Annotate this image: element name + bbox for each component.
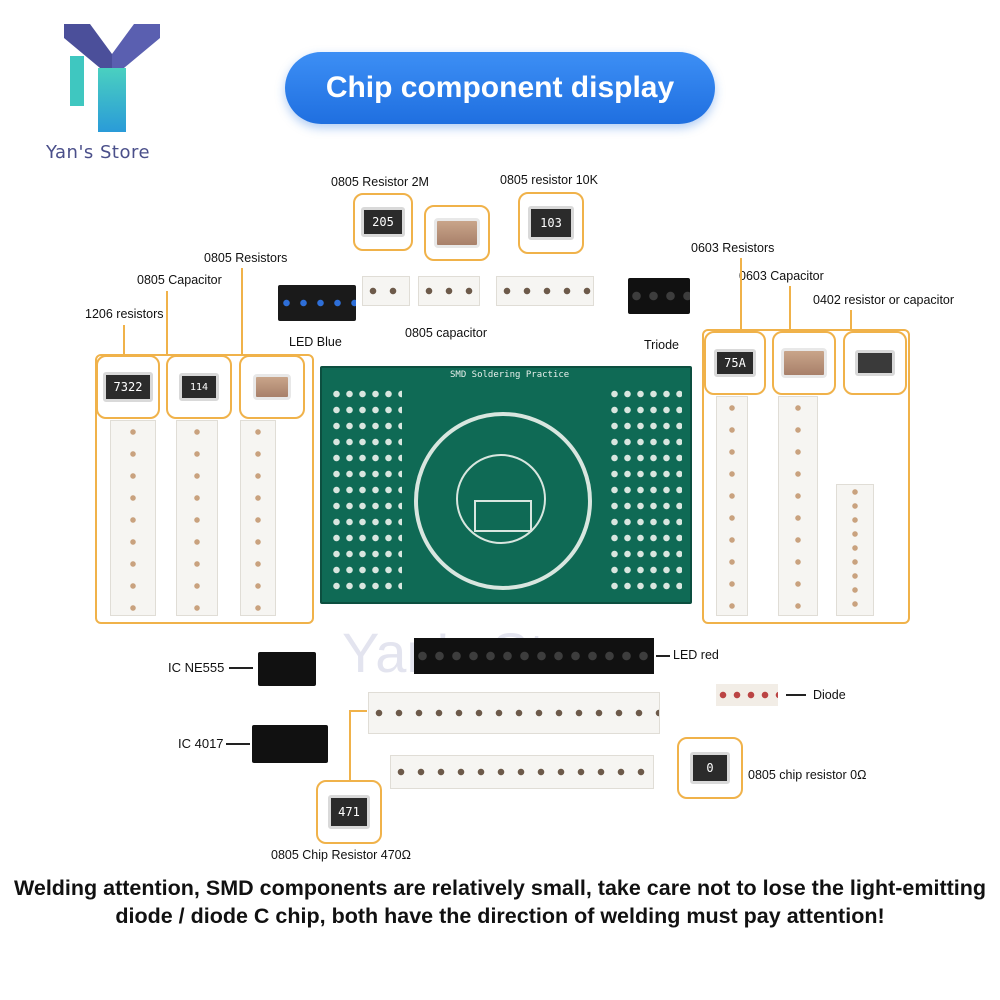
chip-capacitor xyxy=(781,348,827,378)
chip-code: 7322 xyxy=(113,380,143,394)
chip-code: 205 xyxy=(372,215,394,229)
leader-line-470 xyxy=(349,710,367,712)
chip-resistor-0402 xyxy=(855,350,895,376)
triode-strip xyxy=(628,278,690,314)
chip-frame-0402 xyxy=(843,331,907,395)
label-resistor-10k: 0805 resistor 10K xyxy=(500,173,598,187)
ic-4017 xyxy=(252,725,328,763)
label-ic-4017: IC 4017 xyxy=(178,736,224,751)
tape-vertical-0603-res xyxy=(716,396,748,616)
label-resistor-0-ohm: 0805 chip resistor 0Ω xyxy=(748,768,867,782)
label-resistors-0603: 0603 Resistors xyxy=(691,241,775,255)
chip-resistor-471: 471 xyxy=(328,795,370,829)
leader-line-diode xyxy=(786,694,806,696)
leader-line xyxy=(241,268,243,356)
ic-ne555 xyxy=(258,652,316,686)
tape-strip-470 xyxy=(368,692,660,734)
chip-frame-205: 205 xyxy=(353,193,413,251)
logo-icon xyxy=(64,24,160,132)
chip-code: 0 xyxy=(706,761,714,775)
chip-code: 114 xyxy=(189,381,209,393)
diode-strip xyxy=(716,684,778,706)
footer-note: Welding attention, SMD components are re… xyxy=(13,876,987,928)
tape-strip-0 xyxy=(390,755,654,789)
leader-line xyxy=(123,325,125,356)
soldering-practice-board: SMD Soldering Practice xyxy=(320,366,692,604)
leader-line-4017 xyxy=(226,743,250,745)
chip-resistor-0: 0 xyxy=(690,752,730,784)
label-resistor-2m: 0805 Resistor 2M xyxy=(331,175,429,189)
leader-line-ne555 xyxy=(229,667,253,669)
tape-strip-10k xyxy=(496,276,594,306)
chip-resistor-7322: 7322 xyxy=(103,372,153,402)
tape-vertical-0402 xyxy=(836,484,874,616)
chip-code: 103 xyxy=(540,216,562,230)
label-resistor-470-ohm: 0805 Chip Resistor 470Ω xyxy=(271,848,411,862)
label-capacitor-0603: 0603 Capacitor xyxy=(739,269,824,283)
chip-capacitor xyxy=(434,218,480,248)
leader-line xyxy=(850,310,852,330)
pcb-title: SMD Soldering Practice xyxy=(450,370,570,380)
brand-name: Yan's Store xyxy=(46,142,151,163)
led-blue-strip xyxy=(278,285,356,321)
pcb-pads-right xyxy=(608,386,682,596)
pcb-ic-footprint xyxy=(474,500,532,532)
leader-line xyxy=(789,286,791,330)
led-red-strip xyxy=(414,638,654,674)
tape-vertical-0805-res xyxy=(240,420,276,616)
label-resistors-1206: 1206 resistors xyxy=(85,307,164,321)
leader-line-led-red xyxy=(656,655,670,657)
chip-frame-capacitor-top xyxy=(424,205,490,261)
chip-resistor-103: 103 xyxy=(528,206,574,240)
chip-resistor-75a: 75A xyxy=(714,349,756,377)
chip-capacitor xyxy=(253,374,291,400)
pcb-pads-left xyxy=(330,386,402,596)
label-ic-ne555: IC NE555 xyxy=(168,660,225,675)
chip-resistor-205: 205 xyxy=(361,207,405,237)
label-capacitor-0805: 0805 Capacitor xyxy=(137,273,222,287)
chip-resistor-114: 114 xyxy=(179,373,219,401)
chip-frame-capacitor-right xyxy=(772,331,836,395)
chip-frame-75a: 75A xyxy=(704,331,766,395)
pcb-inner-ring xyxy=(456,454,546,544)
chip-frame-7322: 7322 xyxy=(96,355,160,419)
tape-vertical-0805-cap xyxy=(176,420,218,616)
label-diode: Diode xyxy=(813,688,846,702)
chip-frame-103: 103 xyxy=(518,192,584,254)
pcb-led-ring xyxy=(414,412,592,590)
chip-frame-471: 471 xyxy=(316,780,382,844)
page-title: Chip component display xyxy=(285,52,715,124)
chip-frame-capacitor-left xyxy=(239,355,305,419)
label-triode: Triode xyxy=(644,338,679,352)
tape-vertical-0603-cap xyxy=(778,396,818,616)
chip-frame-114: 114 xyxy=(166,355,232,419)
label-led-blue: LED Blue xyxy=(289,335,342,349)
leader-line xyxy=(166,291,168,356)
chip-code: 471 xyxy=(338,805,360,819)
chip-frame-0: 0 xyxy=(677,737,743,799)
tape-strip-2m xyxy=(362,276,410,306)
label-capacitor-0805-strip: 0805 capacitor xyxy=(405,326,488,340)
label-resistors-0805: 0805 Resistors xyxy=(204,251,288,265)
leader-line xyxy=(740,258,742,330)
tape-vertical-1206 xyxy=(110,420,156,616)
brand-logo xyxy=(62,20,162,140)
label-resistor-0402: 0402 resistor or capacitor xyxy=(813,293,955,307)
leader-line-470 xyxy=(349,710,351,782)
tape-strip-cap xyxy=(418,276,480,306)
label-led-red: LED red xyxy=(673,648,719,662)
chip-code: 75A xyxy=(724,356,746,370)
